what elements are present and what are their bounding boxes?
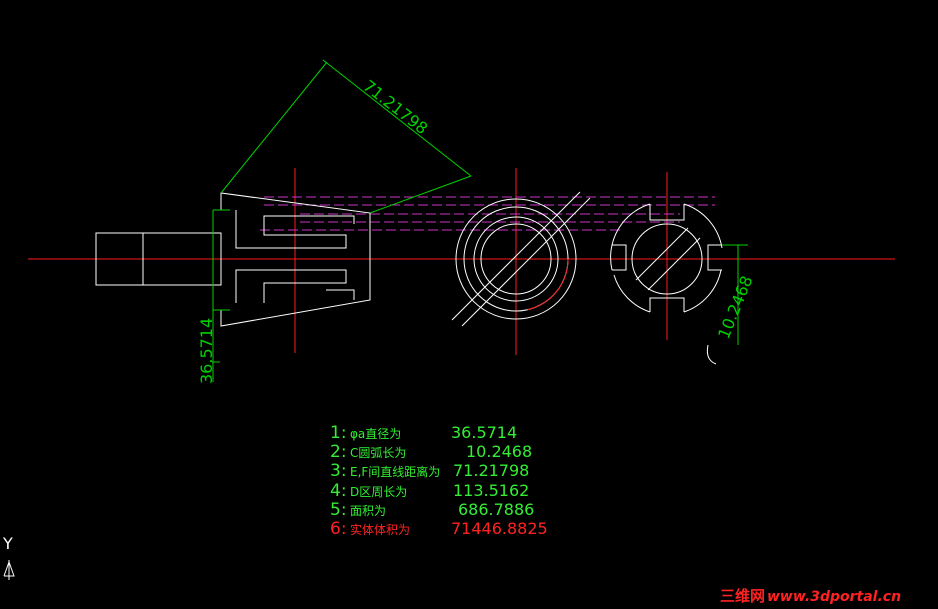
svg-text:36.5714: 36.5714 xyxy=(451,423,517,442)
svg-text:113.5162: 113.5162 xyxy=(453,481,529,500)
result-row: 3: E,F间直线距离为 71.21798 xyxy=(330,461,529,481)
svg-text:4:: 4: xyxy=(330,481,347,501)
side-view-part xyxy=(95,192,371,327)
svg-text:实体体积为: 实体体积为 xyxy=(350,522,410,537)
projection-lines xyxy=(260,196,715,231)
svg-text:2:: 2: xyxy=(330,442,347,462)
dim-hook xyxy=(706,344,717,365)
results-block: 1: φa直径为 36.5714 2: C圆弧长为 10.2468 3: E,F… xyxy=(330,423,548,539)
svg-text:71446.8825: 71446.8825 xyxy=(451,519,548,538)
svg-text:三维网: 三维网 xyxy=(720,587,765,605)
shaft xyxy=(95,232,222,286)
svg-text:1:: 1: xyxy=(330,423,347,443)
watermark: 三维网 www.3dportal.cn xyxy=(720,587,901,605)
result-row: 2: C圆弧长为 10.2468 xyxy=(330,442,532,462)
arc-c-highlight xyxy=(463,206,569,312)
svg-text:71.21798: 71.21798 xyxy=(453,461,529,480)
svg-text:D区周长为: D区周长为 xyxy=(350,485,407,499)
upper-slot xyxy=(235,210,355,249)
dim-vertical-left-text: 36.5714 xyxy=(197,318,216,384)
end-view-slotted xyxy=(610,203,723,313)
lower-slot xyxy=(235,269,347,303)
result-row-highlight: 6: 实体体积为 71446.8825 xyxy=(330,519,548,539)
result-row: 5: 面积为 686.7886 xyxy=(330,500,534,520)
ucs-axis-label: Y xyxy=(2,534,13,553)
svg-text:10.2468: 10.2468 xyxy=(466,442,532,461)
centerlines xyxy=(28,168,895,355)
svg-text:E,F间直线距离为: E,F间直线距离为 xyxy=(350,464,440,479)
ucs-axis-icon xyxy=(3,560,15,580)
result-row: 4: D区周长为 113.5162 xyxy=(330,481,529,501)
svg-text:3:: 3: xyxy=(330,461,347,481)
svg-text:5:: 5: xyxy=(330,500,347,520)
svg-text:C圆弧长为: C圆弧长为 xyxy=(350,446,406,460)
dim-diagonal-text: 71.21798 xyxy=(360,76,432,138)
result-row: 1: φa直径为 36.5714 xyxy=(330,423,517,443)
svg-text:www.3dportal.cn: www.3dportal.cn xyxy=(767,589,901,605)
tapered-body xyxy=(220,192,371,327)
dim-vertical-right-text: 10.2468 xyxy=(714,273,756,341)
dimension-lines xyxy=(212,59,748,382)
svg-text:6:: 6: xyxy=(330,519,347,539)
svg-text:φa直径为: φa直径为 xyxy=(350,427,401,441)
svg-text:面积为: 面积为 xyxy=(350,504,386,518)
svg-text:686.7886: 686.7886 xyxy=(458,500,534,519)
